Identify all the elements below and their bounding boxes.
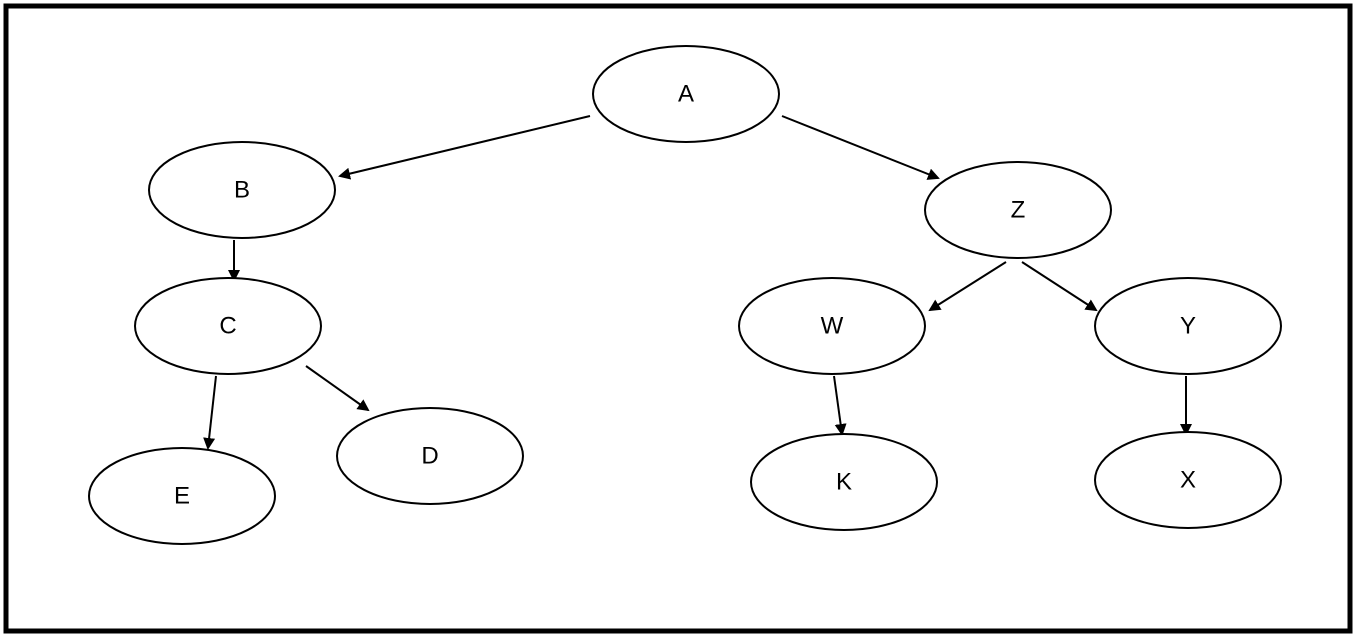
edge-a-to-z bbox=[781, 115, 940, 180]
node-ellipse bbox=[738, 277, 926, 375]
node-z: Z bbox=[924, 161, 1112, 259]
node-e: E bbox=[88, 447, 276, 545]
edges-layer bbox=[203, 115, 1192, 450]
node-label: E bbox=[174, 483, 190, 510]
node-ellipse bbox=[1094, 277, 1282, 375]
node-k: K bbox=[750, 433, 938, 531]
edge-w-to-k bbox=[833, 375, 847, 436]
node-ellipse bbox=[148, 141, 336, 239]
node-label: K bbox=[836, 469, 852, 496]
node-y: Y bbox=[1094, 277, 1282, 375]
node-label: C bbox=[219, 313, 236, 340]
node-ellipse bbox=[592, 45, 780, 143]
node-label: Y bbox=[1180, 313, 1196, 340]
node-label: A bbox=[678, 81, 694, 108]
node-ellipse bbox=[924, 161, 1112, 259]
node-label: W bbox=[821, 313, 844, 340]
node-label: D bbox=[421, 443, 438, 470]
node-d: D bbox=[336, 407, 524, 505]
node-c: C bbox=[134, 277, 322, 375]
node-label: Z bbox=[1011, 197, 1026, 224]
node-w: W bbox=[738, 277, 926, 375]
edge-c-to-d bbox=[305, 365, 370, 412]
edge-a-to-b bbox=[338, 115, 591, 180]
node-ellipse bbox=[336, 407, 524, 505]
node-ellipse bbox=[88, 447, 276, 545]
edge-z-to-w bbox=[928, 261, 1007, 312]
nodes-layer: A B Z C W Y E D K X bbox=[88, 45, 1282, 545]
node-label: B bbox=[234, 177, 250, 204]
edge-c-to-e bbox=[203, 375, 217, 450]
node-ellipse bbox=[750, 433, 938, 531]
node-label: X bbox=[1180, 467, 1196, 494]
frame-border bbox=[3, 3, 1353, 634]
node-x: X bbox=[1094, 431, 1282, 529]
edge-z-to-y bbox=[1021, 261, 1098, 312]
node-ellipse bbox=[134, 277, 322, 375]
node-ellipse bbox=[1094, 431, 1282, 529]
node-b: B bbox=[148, 141, 336, 239]
node-a: A bbox=[592, 45, 780, 143]
